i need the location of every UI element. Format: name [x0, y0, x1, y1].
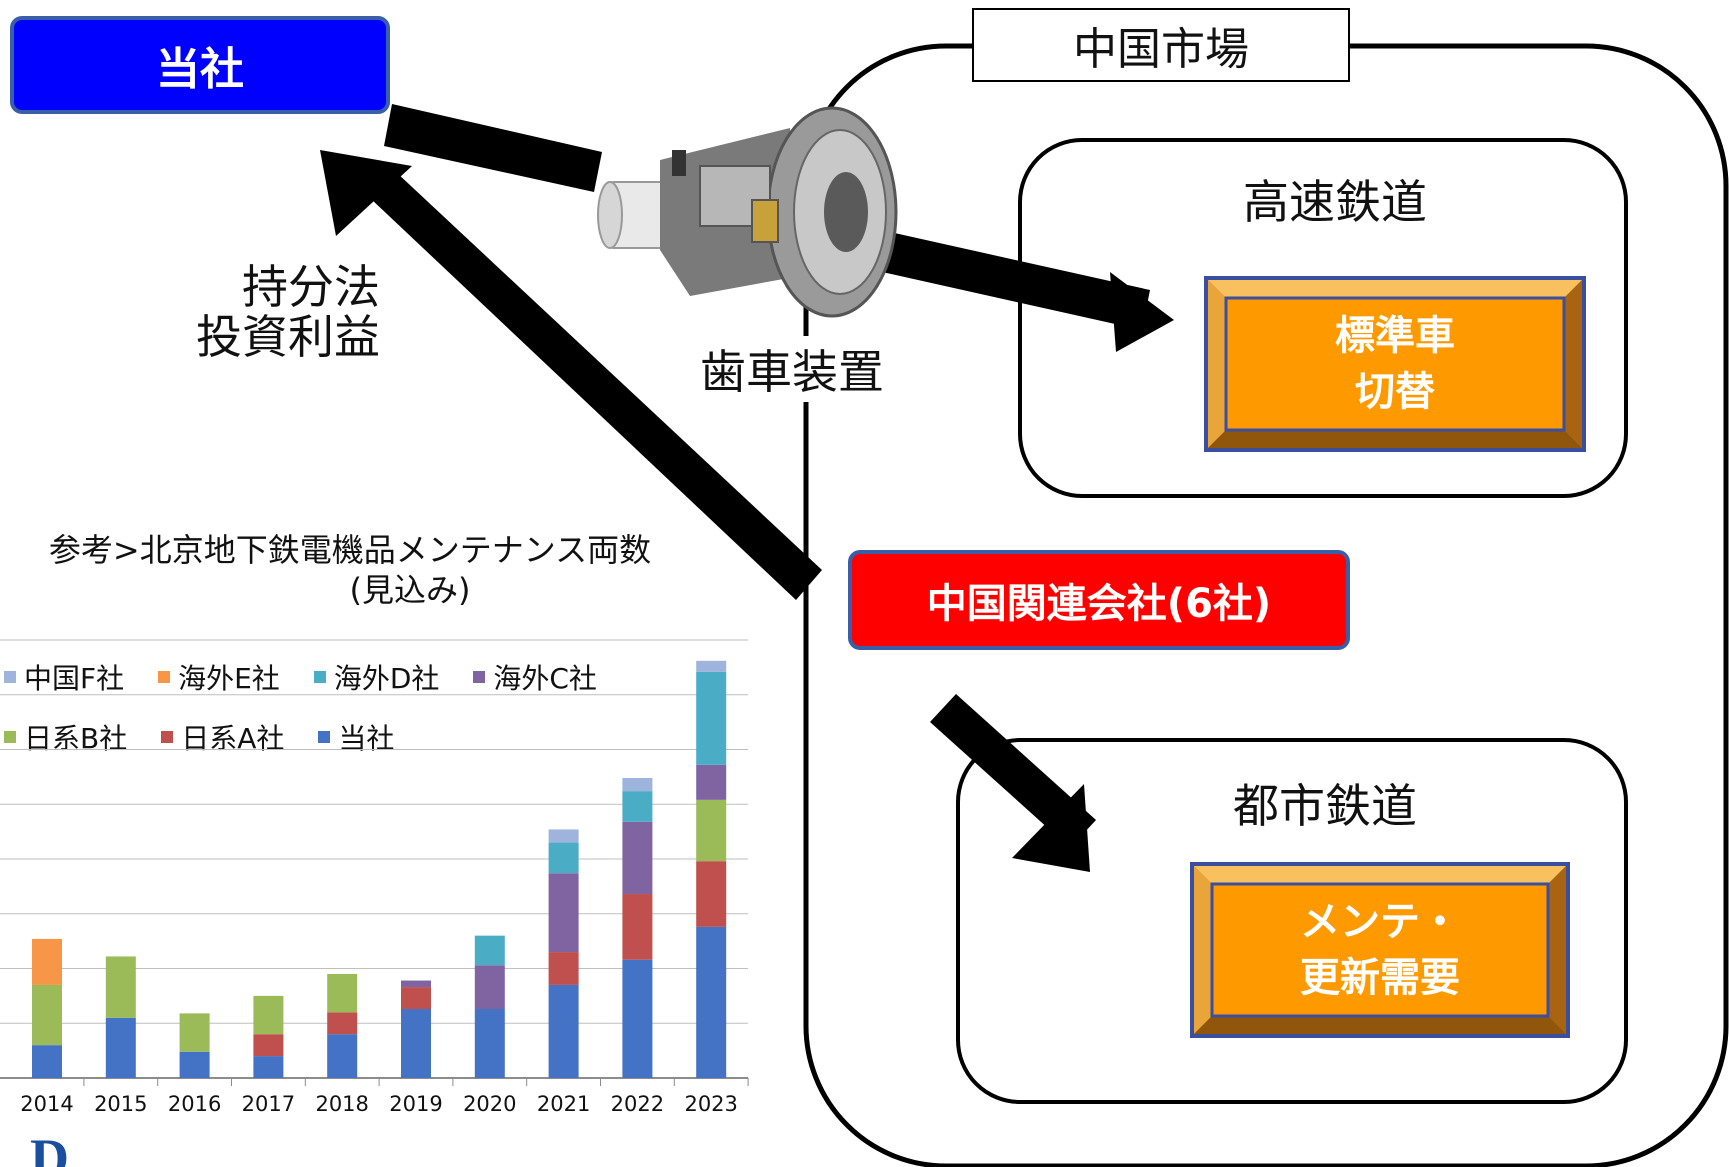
urban-rail-container	[956, 738, 1628, 1104]
bar-segment-2018	[327, 1034, 358, 1078]
bar-segment-2023	[696, 861, 727, 927]
bar-segment-2022	[622, 959, 653, 1078]
standard-vehicle-line1: 標準車	[1335, 313, 1455, 359]
legend-label: 中国F社	[24, 662, 125, 695]
chart-title: 参考>北京地下鉄電機品メンテナンス両数	[48, 531, 652, 569]
bar-segment-2020	[474, 1009, 505, 1078]
bar-segment-2020	[474, 965, 505, 1010]
legend-swatch	[318, 731, 331, 743]
bar-segment-2021	[548, 842, 579, 874]
affiliates-to-company-arrow	[320, 150, 822, 600]
x-tick-label: 2022	[610, 1092, 665, 1116]
maintenance-line2: 更新需要	[1300, 955, 1460, 1001]
standard-vehicle-line2: 切替	[1355, 369, 1435, 415]
equity-method-label: 持分法 投資利益	[180, 262, 380, 362]
chart-title-block: 参考>北京地下鉄電機品メンテナンス両数 (見込み)	[0, 530, 700, 610]
bar-segment-2014	[32, 984, 62, 1046]
bar-segment-2018	[327, 1012, 358, 1035]
affiliates-to-maintenance-arrow	[930, 694, 1096, 872]
x-tick-label: 2021	[536, 1092, 591, 1116]
bar-segment-2016	[179, 1051, 210, 1078]
bar-segment-2022	[622, 791, 653, 822]
legend-swatch	[161, 731, 174, 743]
bar-segment-2022	[622, 777, 653, 792]
bar-segment-2023	[696, 671, 727, 765]
legend-swatch	[4, 671, 16, 683]
chart-plot	[0, 639, 749, 1086]
bar-segment-2016	[179, 1013, 210, 1052]
maintenance-box-text: メンテ・ 更新需要	[1212, 894, 1548, 1006]
bar-segment-2017	[253, 1034, 284, 1057]
x-tick-label: 2015	[94, 1092, 148, 1116]
bar-segment-2021	[548, 952, 579, 985]
x-tick-label: 2020	[463, 1092, 517, 1116]
bar-segment-2023	[696, 926, 727, 1078]
bar-segment-2017	[253, 1056, 284, 1078]
bar-segment-2023	[696, 799, 727, 862]
company-box: 当社	[10, 16, 390, 114]
bar-segment-2015	[105, 956, 136, 1018]
bar-segment-2021	[548, 984, 579, 1078]
bar-segment-2014	[32, 1045, 62, 1078]
china-affiliates-label: 中国関連会社(6社)	[926, 581, 1272, 627]
legend-label: 海外D社	[333, 662, 440, 695]
china-market-title: 中国市場	[972, 8, 1350, 82]
urban-rail-title: 都市鉄道	[1233, 779, 1417, 833]
bar-segment-2022	[622, 894, 653, 960]
legend-item: 海外C社	[473, 654, 597, 700]
legend-item: 中国F社	[4, 654, 124, 700]
bar-segment-2015	[105, 1017, 136, 1078]
equity-method-line2: 投資利益	[196, 310, 380, 364]
bar-segment-2023	[696, 660, 727, 672]
bar-segment-2022	[622, 821, 653, 895]
standard-vehicle-bevel-box	[1204, 276, 1586, 452]
chart-subtitle: (見込み)	[349, 571, 471, 609]
equity-method-line1: 持分法	[242, 260, 380, 314]
legend-row-1: 中国F社 海外E社 海外D社 海外C社	[4, 654, 644, 700]
legend-label: 海外E社	[178, 662, 280, 695]
x-tick-label: 2019	[389, 1092, 443, 1116]
bar-segment-2018	[327, 973, 358, 1013]
gear-to-company-arrow	[384, 104, 602, 192]
bar-segment-2020	[474, 935, 505, 966]
maintenance-line1: メンテ・	[1300, 899, 1460, 945]
gear-label: 歯車装置	[692, 336, 892, 402]
bar-segment-2014	[32, 938, 62, 985]
bar-segment-2017	[253, 995, 284, 1035]
x-tick-label: 2014	[20, 1092, 74, 1116]
legend-swatch	[473, 671, 486, 683]
china-affiliates-box: 中国関連会社(6社)	[848, 550, 1350, 650]
x-tick-label: 2017	[241, 1092, 296, 1116]
standard-vehicle-box-text: 標準車 切替	[1226, 308, 1564, 420]
legend-swatch	[313, 671, 326, 683]
legend-item: 海外E社	[158, 654, 280, 700]
maintenance-bevel-box	[1190, 862, 1570, 1038]
bar-segment-2021	[548, 873, 579, 953]
x-tick-label: 2018	[315, 1092, 369, 1116]
gear-to-standard-vehicle-arrow	[882, 232, 1174, 352]
company-logo-partial: D	[30, 1138, 69, 1167]
legend-swatch	[4, 731, 16, 743]
x-tick-label: 2016	[167, 1092, 222, 1116]
legend-swatch	[158, 671, 171, 683]
high-speed-rail-container	[1018, 138, 1628, 498]
bar-segment-2019	[401, 980, 431, 988]
bar-segment-2019	[401, 1009, 431, 1078]
high-speed-rail-title: 高速鉄道	[1243, 175, 1427, 229]
chart-x-axis: 2014 2015 2016 2017 2018 2019 2020 2021 2022 2023	[0, 1092, 760, 1132]
x-tick-label: 2023	[684, 1092, 738, 1116]
bar-segment-2023	[696, 764, 727, 800]
legend-item: 海外D社	[313, 654, 440, 700]
bar-segment-2021	[548, 829, 579, 843]
company-box-label: 当社	[156, 44, 244, 95]
legend-label: 海外C社	[493, 662, 597, 695]
bar-segment-2019	[401, 987, 431, 1010]
gear-device-image	[597, 106, 898, 318]
